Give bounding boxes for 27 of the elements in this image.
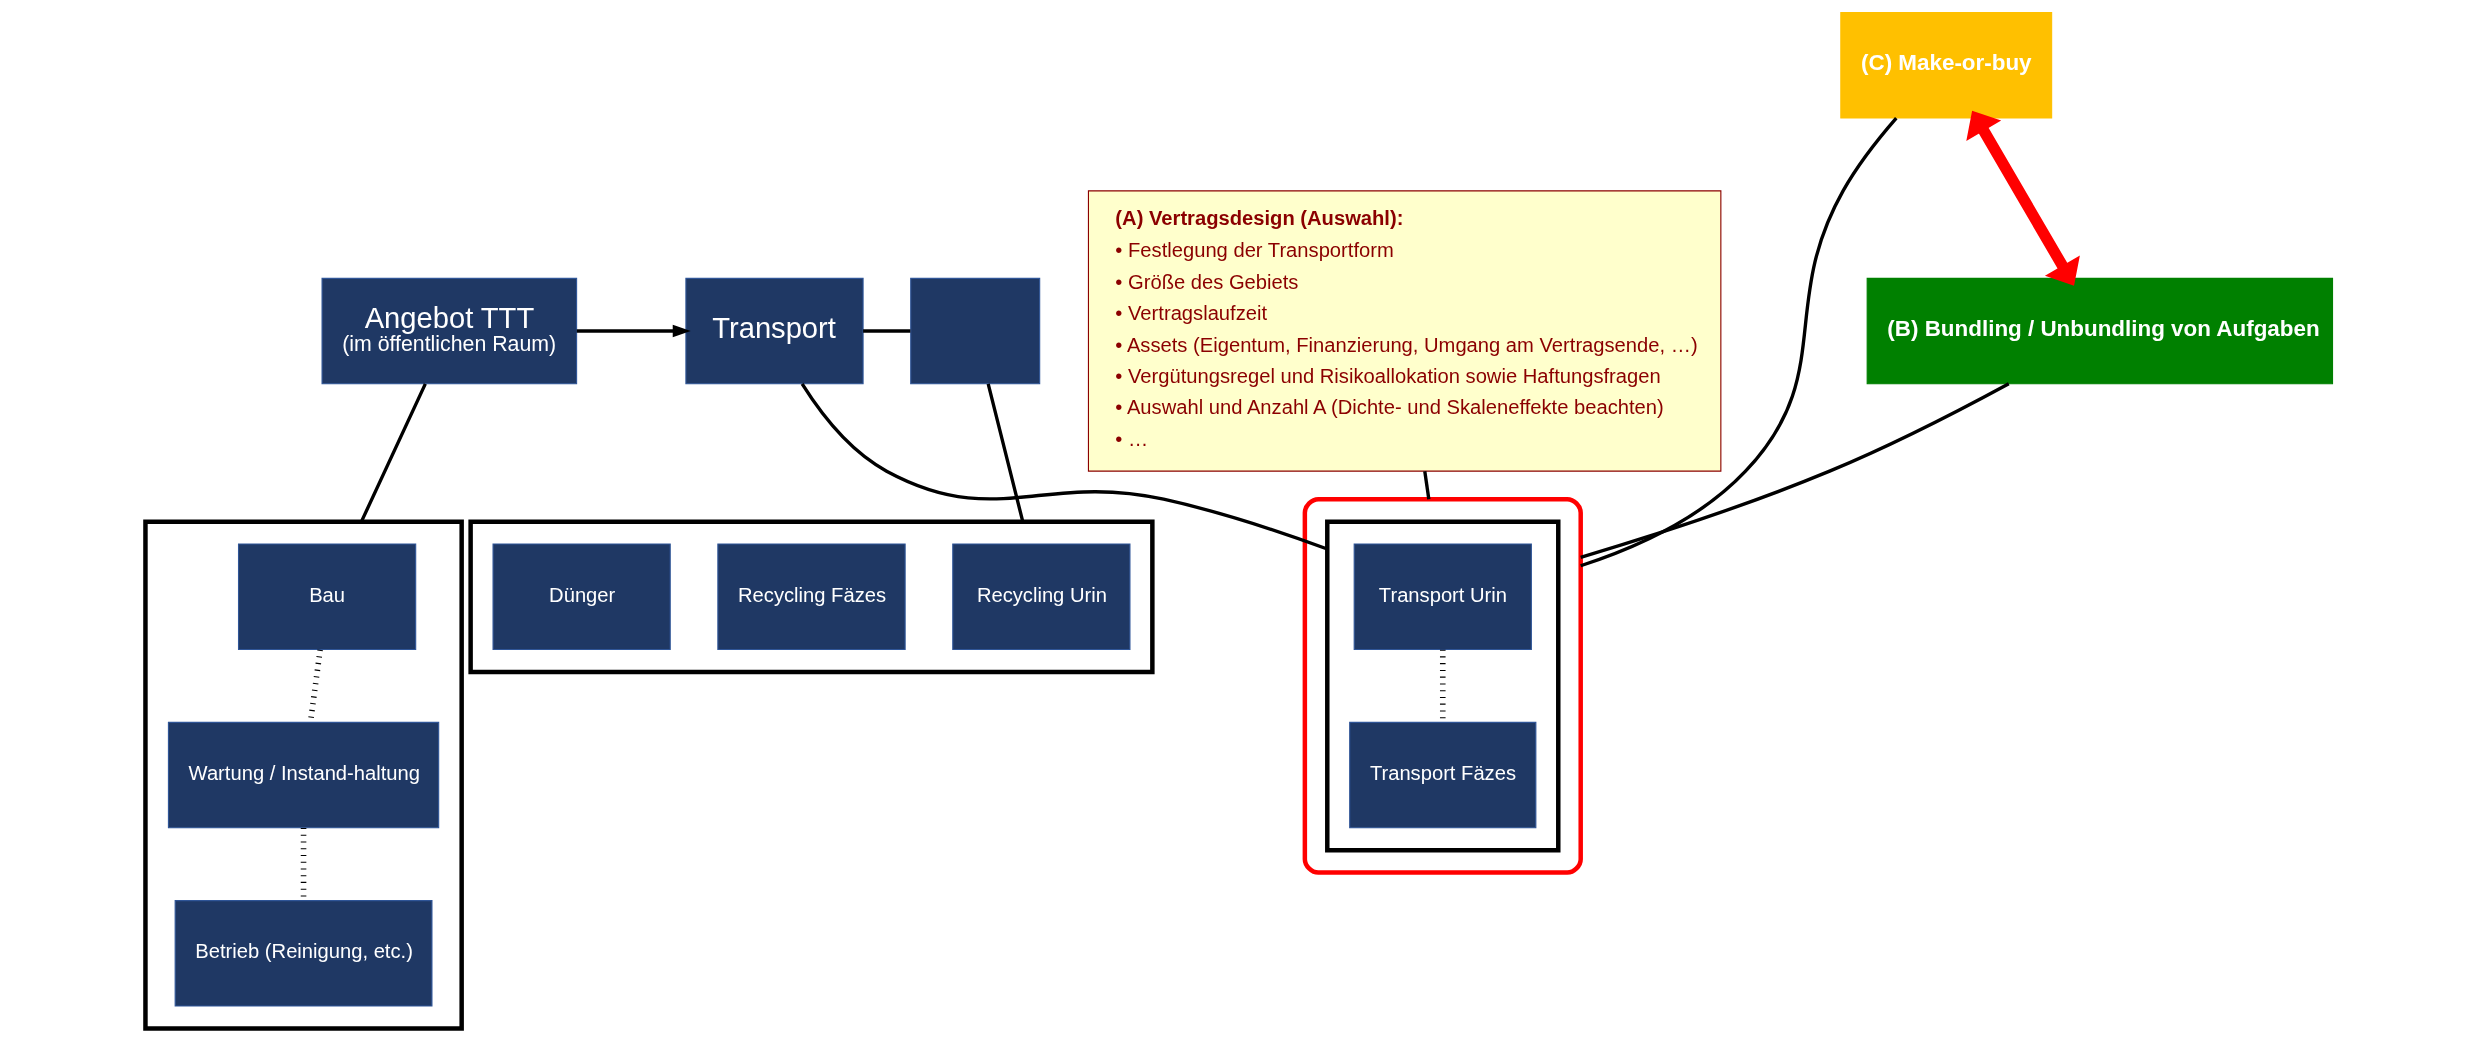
cluster — [1324, 519, 1560, 853]
node-box — [909, 277, 1040, 385]
node-box: Bau — [237, 543, 416, 650]
node-box: (A) Vertragsdesign (Auswahl): • Festlegung der Transportform • Größe des Gebiets • Vertragslaufzeit • Assets (Eigentum, Finanzierung, Umgang am Vertragsende, …) • Vergütungsregel und Risikoallokation sowie Haftungsfragen • Auswahl und Anzahl A (Dichte- und Skaleneffekte beachten) • … — [1087, 190, 1721, 472]
cluster — [1302, 496, 1583, 875]
node-box: Recycling Urin — [951, 543, 1130, 650]
arrow — [576, 324, 691, 338]
connector — [800, 383, 1328, 551]
node-box: (C) Make-or-buy — [1839, 12, 2052, 119]
node-box: Angebot TTT (im öffentlichen Raum) — [321, 277, 577, 385]
cluster — [142, 519, 464, 1031]
node-box: Dünger — [492, 543, 671, 650]
node-box: Transport Urin — [1353, 543, 1532, 650]
node-box: Transport Fäzes — [1348, 721, 1536, 829]
connector — [986, 383, 1024, 523]
node-box: Transport — [684, 277, 864, 385]
node-box: Betrieb (Reinigung, etc.) — [174, 900, 432, 1007]
arrow — [1965, 110, 2080, 286]
node-box: Wartung / Instand-haltung — [167, 721, 439, 829]
cluster — [467, 519, 1155, 675]
node-box: Recycling Fäzes — [716, 543, 906, 650]
node-box: (B) Bundling / Unbundling von Aufgaben — [1866, 277, 2333, 385]
connector — [359, 383, 427, 523]
connector — [1422, 471, 1430, 500]
connector — [1579, 382, 2010, 559]
connector — [862, 329, 910, 333]
connector — [1579, 117, 1898, 568]
